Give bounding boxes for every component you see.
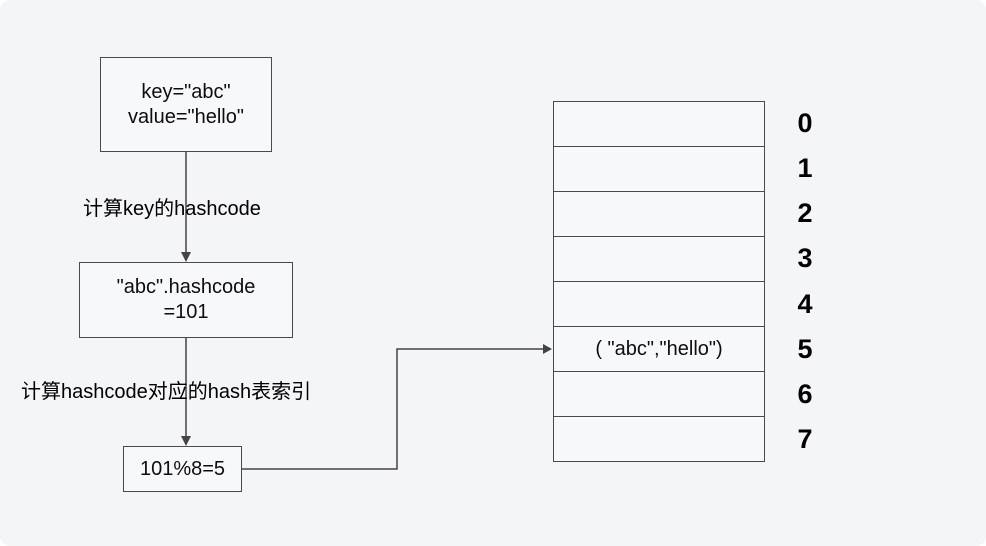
index-label-4: 4: [797, 288, 813, 319]
input-keyvalue-box: key="abc" value="hello": [100, 57, 272, 152]
index-label-5: 5: [797, 333, 813, 364]
hash-table-slot-6: [554, 372, 764, 417]
hash-table: ( "abc","hello"): [553, 101, 765, 462]
hashcode-value-line: =101: [163, 301, 209, 323]
hash-table-slot-3: [554, 237, 764, 282]
modulo-box: 101%8=5: [123, 446, 242, 492]
hash-table-slot-4: [554, 282, 764, 327]
hash-table-slot-7: [554, 417, 764, 461]
index-label-7: 7: [797, 423, 813, 454]
index-label-1: 1: [797, 153, 813, 184]
modulo-expression: 101%8=5: [139, 457, 226, 480]
step2-label: 计算hashcode对应的hash表索引: [21, 381, 312, 403]
index-label-6: 6: [797, 378, 813, 409]
hashcode-result-box: "abc".hashcode =101: [79, 262, 293, 338]
hashcode-expression-line: "abc".hashcode: [116, 276, 256, 298]
index-label-2: 2: [797, 198, 813, 229]
hash-table-slot-5: ( "abc","hello"): [554, 327, 764, 372]
arrow-modulo-to-slot5: [242, 344, 552, 470]
input-value-line: value="hello": [128, 105, 244, 128]
hash-table-slot-2: [554, 192, 764, 237]
index-label-0: 0: [797, 108, 813, 139]
input-key-line: key="abc": [141, 80, 231, 103]
index-label-3: 3: [797, 243, 813, 274]
step1-label: 计算key的hashcode: [83, 198, 261, 220]
hash-table-slot-1: [554, 147, 764, 192]
hash-table-index-labels: 0 1 2 3 4 5 6 7: [788, 101, 822, 462]
hash-table-slot-0: [554, 102, 764, 147]
